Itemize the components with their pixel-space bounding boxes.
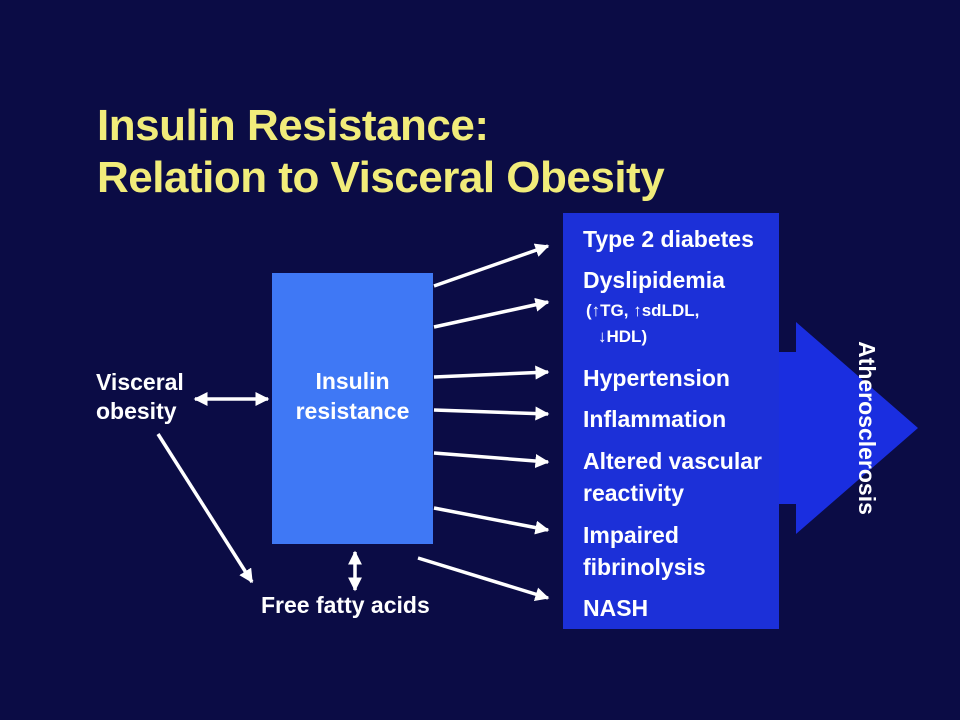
outcome-hypertension: Hypertension <box>583 365 730 391</box>
outcome-dyslipidemia-detail-2: ↓HDL) <box>598 327 648 346</box>
arrow-to-inflammation <box>433 406 550 421</box>
atherosclerosis-big-arrow <box>740 322 918 534</box>
arrow-to-impaired-fibrinolysis <box>433 506 550 535</box>
insulin-resistance-box <box>272 273 433 544</box>
atherosclerosis-label: Atherosclerosis <box>854 341 880 515</box>
insulin-resistance-label-2: resistance <box>295 398 410 424</box>
insulin-resistance-label: Insulin resistance <box>272 366 433 426</box>
outcomes-panel <box>563 213 779 629</box>
outcome-dyslipidemia: Dyslipidemia <box>583 267 725 293</box>
insulin-resistance-label-1: Insulin <box>315 368 390 394</box>
outcome-altered-vascular-1: Altered vascular <box>583 448 762 474</box>
free-fatty-acids-label: Free fatty acids <box>261 592 430 618</box>
title-line-1: Insulin Resistance: <box>97 101 489 150</box>
outcome-inflammation: Inflammation <box>583 406 727 432</box>
outcome-altered-vascular-2: reactivity <box>583 480 685 506</box>
arrow-to-hypertension <box>433 365 550 380</box>
outcome-impaired-fibrinolysis-1: Impaired <box>583 522 679 548</box>
outcome-type2-diabetes: Type 2 diabetes <box>583 226 754 252</box>
arrow-to-dyslipidemia <box>433 297 550 329</box>
outcome-impaired-fibrinolysis-2: fibrinolysis <box>583 554 706 580</box>
arrow-to-nash <box>417 556 550 601</box>
title-line-2: Relation to Visceral Obesity <box>97 153 665 202</box>
arrow-visceral-to-ffa <box>156 433 254 584</box>
outcome-dyslipidemia-detail-1: (↑TG, ↑sdLDL, <box>586 301 700 320</box>
outcome-nash: NASH <box>583 595 649 621</box>
visceral-obesity-label-1: Visceral <box>96 369 184 395</box>
arrow-to-altered-vascular <box>433 451 550 468</box>
visceral-obesity-label-2: obesity <box>96 398 177 424</box>
arrow-to-type2-diabetes <box>433 243 550 288</box>
